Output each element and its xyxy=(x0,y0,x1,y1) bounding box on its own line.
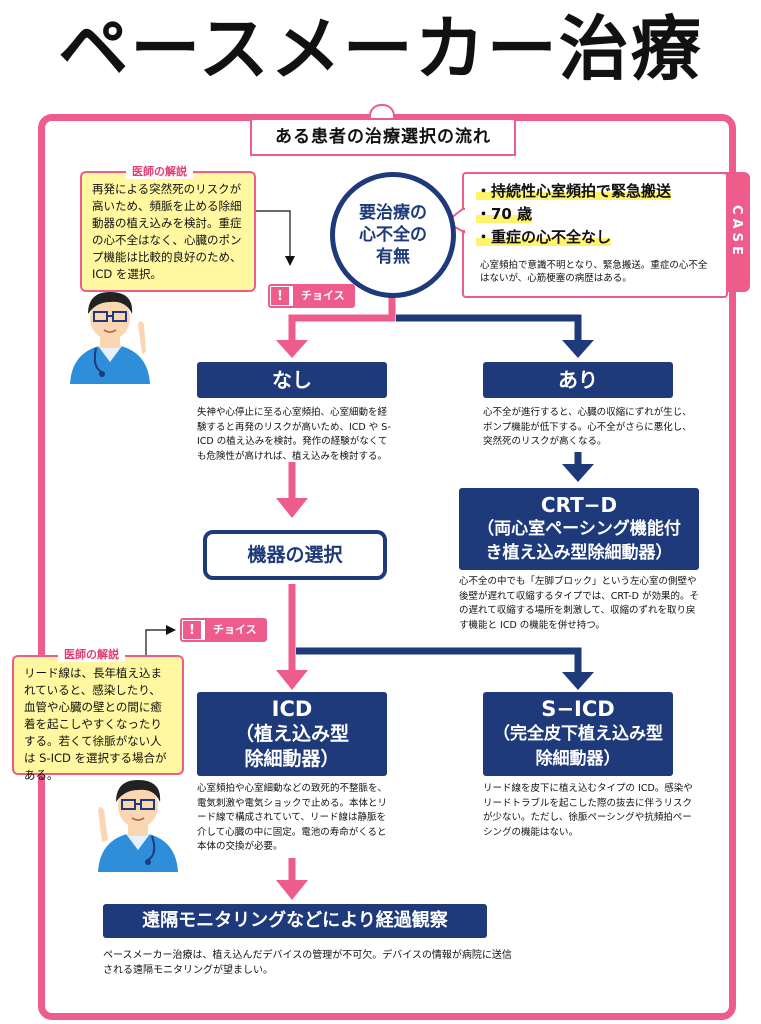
icd-line-2: （植え込み型 xyxy=(234,723,349,745)
doctor1-explanation-box: 再発による突然死のリスクが高いため、頻脈を止める除細動器の植え込みを検討。重症の… xyxy=(80,171,256,292)
crtd-line-2: （両心室ペーシング機能付 xyxy=(477,519,681,539)
doctor1-label: 医師の解説 xyxy=(126,163,193,179)
sicd-description: リード線を皮下に植え込むタイプの ICD。感染やリードトラブルを起こした際の抜去… xyxy=(483,783,693,838)
choice2-exclamation-icon: ! xyxy=(183,621,201,639)
arrow-head-nashi xyxy=(276,340,308,358)
icd-box: ICD （植え込み型 除細動器） xyxy=(197,692,387,776)
doctor2-label: 医師の解説 xyxy=(58,646,125,662)
decision-line-1: 要治療の xyxy=(359,203,427,223)
arrow-head-device-select xyxy=(276,498,308,518)
doctor2-avatar-icon xyxy=(98,780,178,872)
monitoring-box: 遠隔モニタリングなどにより経過観察 xyxy=(103,904,487,938)
icd-line-1: ICD xyxy=(271,697,313,721)
ari-description: 心不全が進行すると、心臓の収縮にずれが生じ、ポンプ機能が低下する。心不全がさらに… xyxy=(483,407,692,447)
case-item-3: ・重症の心不全なし xyxy=(476,228,612,246)
case-items: ・持続性心室頻拍で緊急搬送 ・70 歳 ・重症の心不全なし xyxy=(476,180,672,249)
ari-box: あり xyxy=(483,362,673,398)
crtd-description: 心不全の中でも「左脚ブロック」という左心室の側壁や後壁が遅れて収縮するタイプでは… xyxy=(459,576,699,631)
case-note: 心室頻拍で意識不明となり、緊急搬送。重症の心不全はないが、心筋梗塞の病歴はある。 xyxy=(480,260,708,284)
choice1-tag: ! チョイス xyxy=(268,284,355,308)
flow-subtitle: ある患者の治療選択の流れ xyxy=(250,118,516,156)
frame-pin-decoration xyxy=(369,104,395,118)
sicd-line-1: S−ICD xyxy=(541,697,615,721)
choice1-exclamation-icon: ! xyxy=(271,287,289,305)
doctor2-text: リード線は、長年植え込まれていると、感染したり、血管や心臓の壁との間に癒着を起こ… xyxy=(24,666,167,782)
case-tab-label: CASE xyxy=(729,205,744,259)
doctor1-pointer-line xyxy=(254,210,291,258)
doctor2-explanation-box: リード線は、長年植え込まれていると、感染したり、血管や心臓の壁との間に癒着を起こ… xyxy=(12,655,184,782)
decision-circle: 要治療の 心不全の 有無 xyxy=(330,172,456,298)
crtd-line-3: き植え込み型除細動器） xyxy=(485,543,673,563)
monitoring-description: ペースメーカー治療は、植え込んだデバイスの管理が不可欠。デバイスの情報が病院に送… xyxy=(103,950,512,976)
arrow-to-nashi xyxy=(288,288,396,342)
crtd-box: CRT−D （両心室ペーシング機能付 き植え込み型除細動器） xyxy=(459,488,699,570)
doctor1-text: 再発による突然死のリスクが高いため、頻脈を止める除細動器の植え込みを検討。重症の… xyxy=(92,182,242,281)
sicd-line-3: 除細動器） xyxy=(535,749,621,769)
page-title: ペースメーカー治療 xyxy=(58,8,703,90)
nashi-description: 失神や心停止に至る心室頻拍、心室細動を経験すると再発のリスクが高いため、ICD … xyxy=(197,407,391,462)
case-item-2: ・70 歳 xyxy=(476,205,533,223)
arrow-to-sicd xyxy=(296,647,582,674)
arrow-head-icd xyxy=(276,670,308,690)
sicd-box: S−ICD （完全皮下植え込み型 除細動器） xyxy=(483,692,673,776)
arrow-to-ari xyxy=(396,314,582,342)
decision-line-2: 心不全の xyxy=(359,225,427,245)
decision-line-3: 有無 xyxy=(376,247,410,267)
choice1-label: チョイス xyxy=(293,286,353,306)
arrow-head-crtd xyxy=(562,464,594,482)
choice2-tag: ! チョイス xyxy=(180,618,267,642)
doctor1-pointer-head xyxy=(285,256,295,266)
doctor2-pointer-line xyxy=(145,629,168,655)
device-select-box: 機器の選択 xyxy=(203,530,387,580)
icd-description: 心室頻拍や心室細動などの致死的不整脈を、電気刺激や電気ショックで止める。本体とリ… xyxy=(197,783,388,852)
arrow-head-sicd xyxy=(562,672,594,690)
arrow-head-ari xyxy=(562,340,594,358)
arrow-head-monitoring xyxy=(276,880,308,900)
nashi-box: なし xyxy=(197,362,387,398)
icd-line-3: 除細動器） xyxy=(244,748,340,770)
doctor1-avatar-icon xyxy=(70,292,150,384)
doctor2-pointer-head xyxy=(166,625,176,635)
case-item-1: ・持続性心室頻拍で緊急搬送 xyxy=(476,182,672,200)
choice2-label: チョイス xyxy=(205,620,265,640)
crtd-line-1: CRT−D xyxy=(540,493,618,517)
sicd-line-2: （完全皮下植え込み型 xyxy=(493,724,663,744)
